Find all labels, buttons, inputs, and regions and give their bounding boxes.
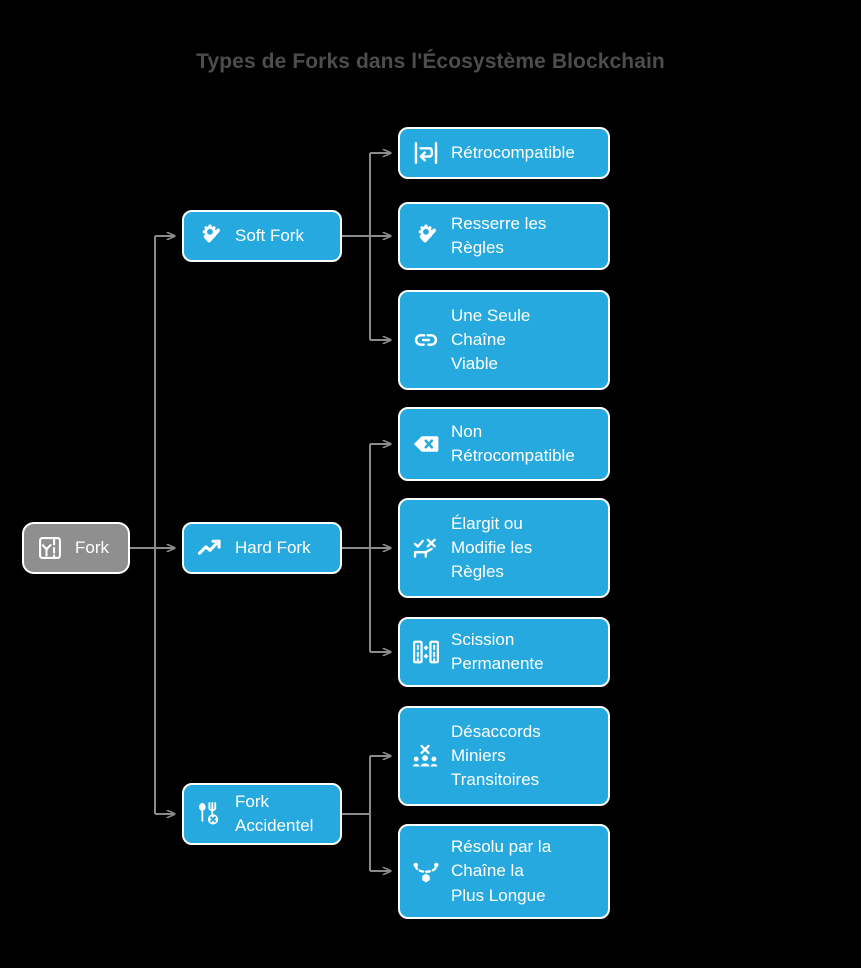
longest-chain-icon bbox=[412, 858, 440, 886]
node-label: Rétrocompatible bbox=[451, 142, 575, 162]
node-soft-fork[interactable]: Soft Fork bbox=[182, 210, 342, 262]
node-label: Résolu par la Chaîne la Plus Longue bbox=[451, 837, 552, 905]
node-label: Resserre les Règles bbox=[451, 213, 547, 257]
node-hard-fork[interactable]: Hard Fork bbox=[182, 522, 342, 574]
gear-check-icon bbox=[412, 222, 440, 250]
node-non-retrocompatible[interactable]: Non Rétrocompatible bbox=[398, 407, 610, 481]
node-une-seule-chaine-viable[interactable]: Une Seule Chaîne Viable bbox=[398, 290, 610, 390]
node-fork-accidentel[interactable]: Fork Accidentel bbox=[182, 783, 342, 845]
backspace-delete-icon bbox=[412, 430, 440, 458]
node-scission-permanente[interactable]: Scission Permanente bbox=[398, 617, 610, 687]
node-desaccords-miniers-transitoires[interactable]: Désaccords Miniers Transitoires bbox=[398, 706, 610, 806]
node-label: Élargit ou Modifie les Règles bbox=[451, 513, 533, 582]
node-label: Fork Accidentel bbox=[235, 791, 314, 835]
node-elargit-ou-modifie-les-regles[interactable]: Élargit ou Modifie les Règles bbox=[398, 498, 610, 598]
backward-compatible-arrow-icon bbox=[412, 139, 440, 167]
node-label: Soft Fork bbox=[235, 225, 304, 245]
fork-road-icon bbox=[36, 534, 64, 562]
miners-disagreement-icon bbox=[412, 742, 440, 770]
rules-modify-icon bbox=[412, 534, 440, 562]
node-label: Non Rétrocompatible bbox=[451, 421, 575, 465]
node-resserre-les-regles[interactable]: Resserre les Règles bbox=[398, 202, 610, 270]
node-label: Désaccords Miniers Transitoires bbox=[451, 721, 541, 790]
page-title: Types de Forks dans l'Écosystème Blockch… bbox=[196, 50, 665, 73]
node-retrocompatible[interactable]: Rétrocompatible bbox=[398, 127, 610, 179]
node-label: Scission Permanente bbox=[451, 629, 544, 673]
node-label: Hard Fork bbox=[235, 537, 311, 557]
gear-check-icon bbox=[196, 222, 224, 250]
split-permanent-icon bbox=[412, 638, 440, 666]
node-root-fork[interactable]: Fork bbox=[22, 522, 130, 574]
node-resolu-par-la-chaine-la-plus-longue[interactable]: Résolu par la Chaîne la Plus Longue bbox=[398, 824, 610, 919]
node-label: Fork bbox=[75, 537, 109, 557]
trending-up-arrow-icon bbox=[196, 534, 224, 562]
node-label: Une Seule Chaîne Viable bbox=[451, 305, 531, 374]
utensils-error-icon bbox=[196, 800, 224, 828]
chain-link-icon bbox=[412, 326, 440, 354]
